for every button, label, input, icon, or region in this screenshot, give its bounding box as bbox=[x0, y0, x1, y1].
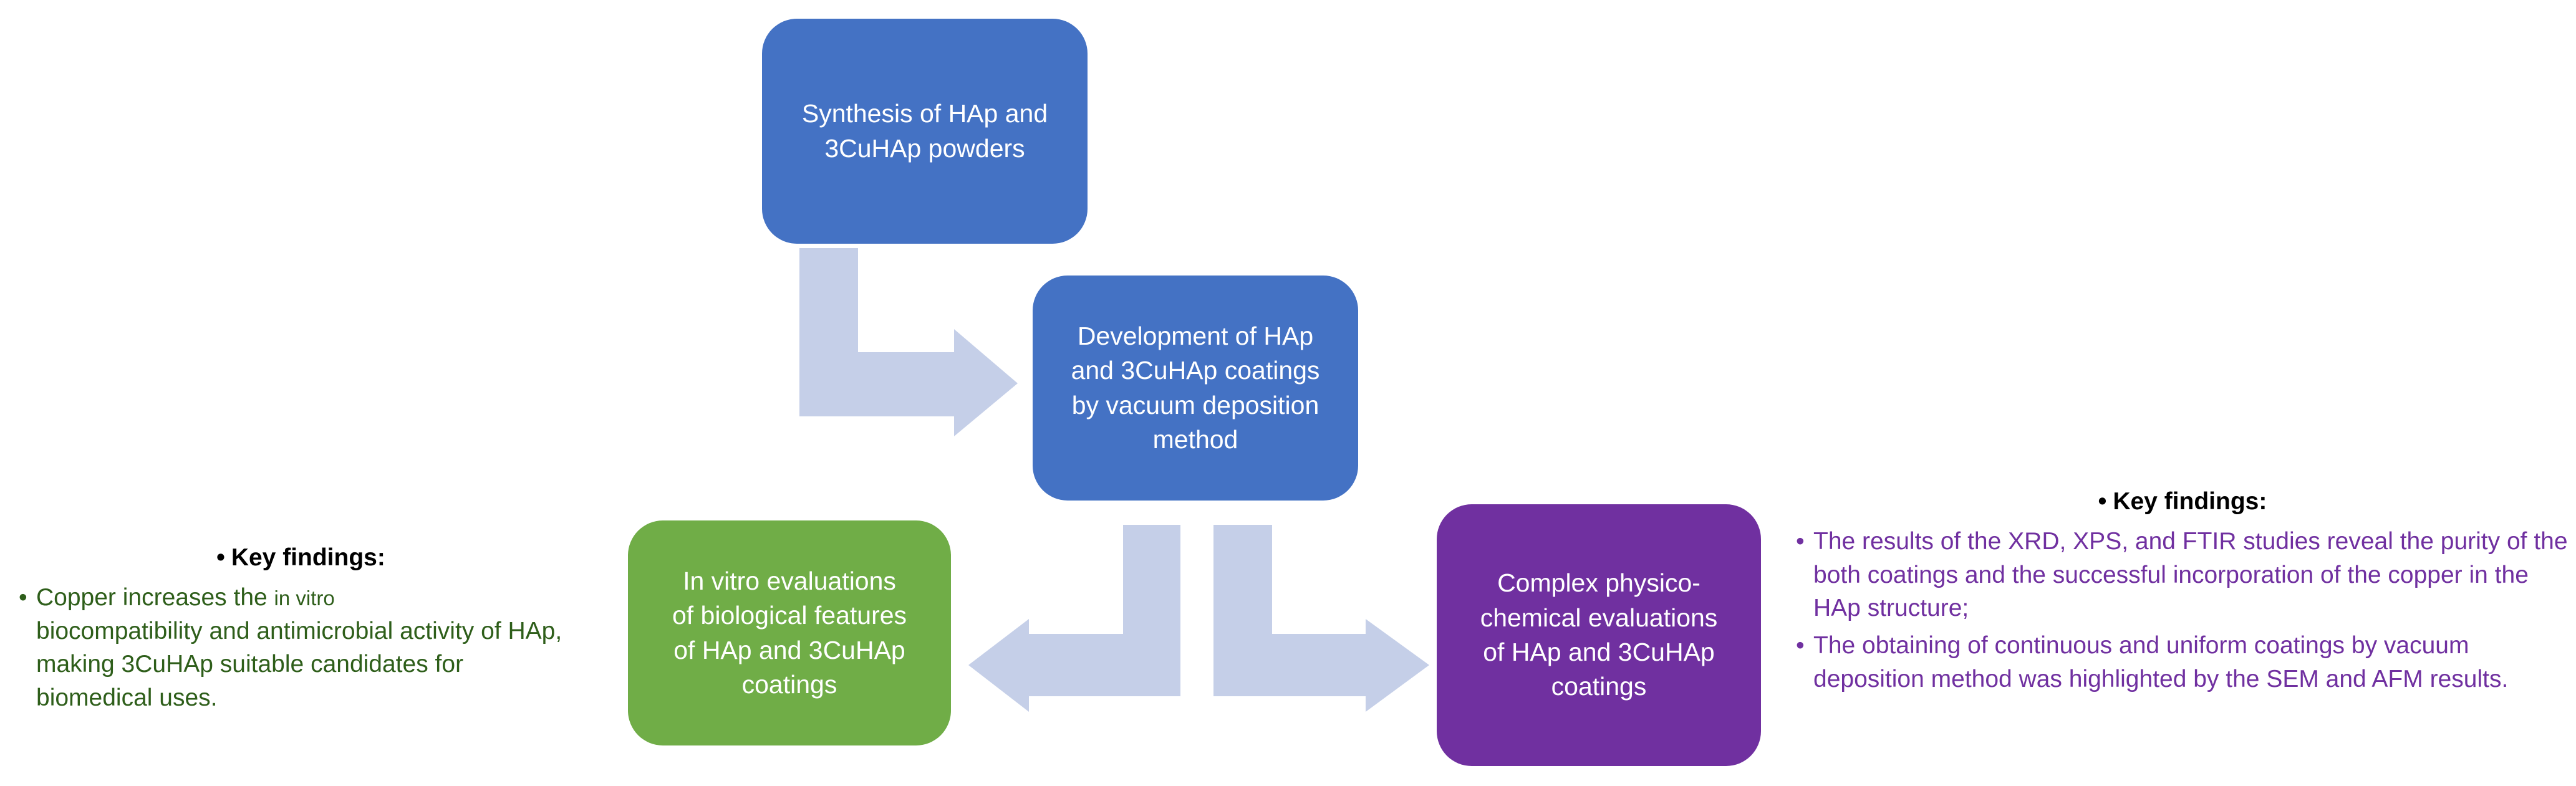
key-findings-left-heading: Key findings: bbox=[19, 541, 583, 575]
finding-text-italic: in vitro bbox=[274, 586, 335, 610]
key-findings-right-list: The results of the XRD, XPS, and FTIR st… bbox=[1796, 525, 2569, 696]
invitro-step-label: In vitro evaluations of biological featu… bbox=[672, 566, 907, 699]
development-step-label: Development of HAp and 3CuHAp coatings b… bbox=[1071, 321, 1320, 454]
physico-step-label: Complex physico- chemical evaluations of… bbox=[1480, 568, 1718, 701]
list-item: The results of the XRD, XPS, and FTIR st… bbox=[1796, 525, 2569, 625]
key-findings-left-list: Copper increases the in vitro biocompatib… bbox=[19, 581, 583, 715]
arrow-development-to-physico bbox=[1213, 525, 1429, 712]
key-findings-left: Key findings: Copper increases the in vi… bbox=[19, 541, 583, 719]
finding-text-start: Copper increases the bbox=[36, 583, 274, 611]
arrow-synthesis-to-development bbox=[799, 248, 1018, 436]
development-step-box: Development of HAp and 3CuHAp coatings b… bbox=[1033, 276, 1358, 501]
key-findings-right: Key findings: The results of the XRD, XP… bbox=[1796, 485, 2569, 700]
physico-step-box: Complex physico- chemical evaluations of… bbox=[1437, 504, 1761, 766]
key-findings-right-heading: Key findings: bbox=[1796, 485, 2569, 519]
arrow-development-to-invitro bbox=[968, 525, 1180, 712]
invitro-step-box: In vitro evaluations of biological featu… bbox=[628, 520, 951, 745]
list-item: The obtaining of continuous and uniform … bbox=[1796, 629, 2569, 696]
synthesis-step-label: Synthesis of HAp and 3CuHAp powders bbox=[801, 99, 1048, 163]
list-item: Copper increases the in vitro biocompatib… bbox=[19, 581, 583, 715]
synthesis-step-box: Synthesis of HAp and 3CuHAp powders bbox=[762, 19, 1088, 244]
finding-text-rest: biocompatibility and antimicrobial activ… bbox=[36, 617, 562, 712]
